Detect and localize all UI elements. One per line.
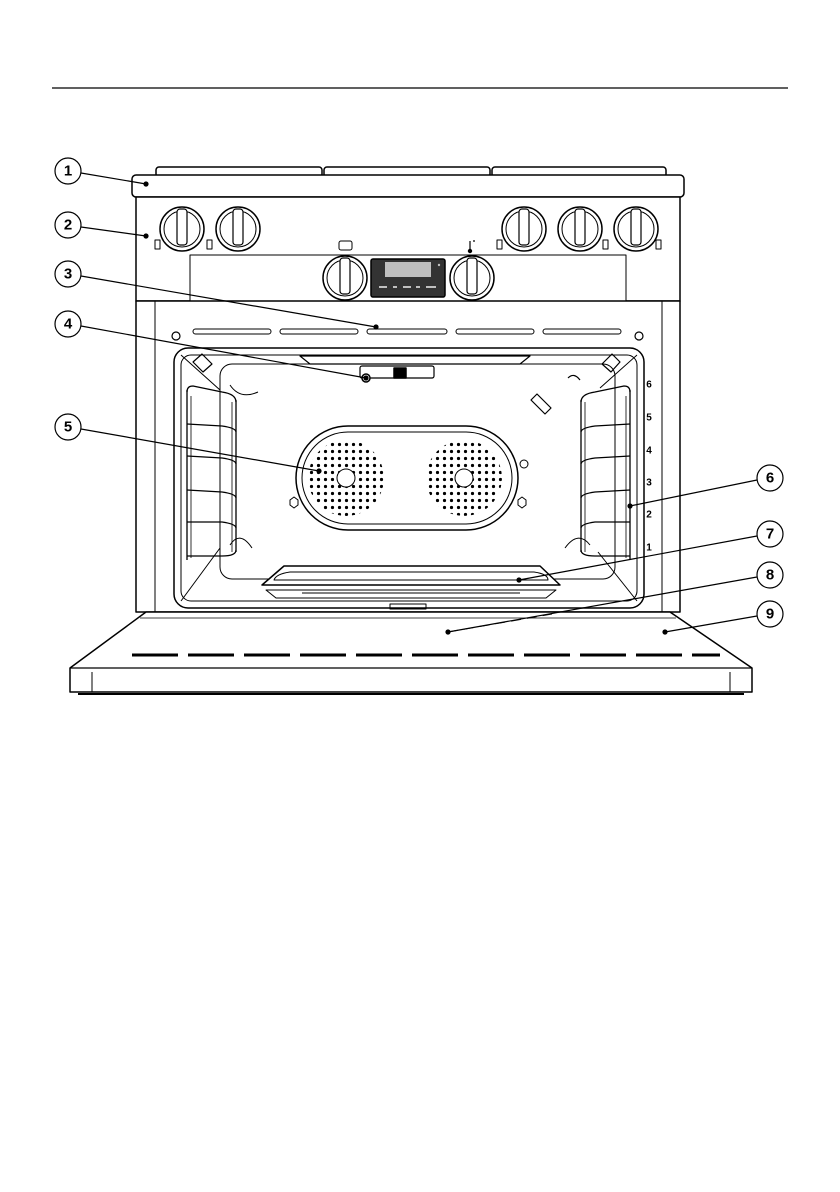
callout-2: 2 xyxy=(55,212,81,238)
callout-3: 3 xyxy=(55,261,81,287)
callout-number: 1 xyxy=(64,163,72,180)
oven-function-knob[interactable] xyxy=(323,256,367,300)
shelf-level-label: 3 xyxy=(646,478,652,489)
fan-grille-left xyxy=(308,440,384,516)
fan-grille-right xyxy=(426,440,502,516)
shelf-level-label: 1 xyxy=(646,543,652,554)
callout-5: 5 xyxy=(55,414,81,440)
burner-knob[interactable] xyxy=(160,207,204,251)
universal-tray xyxy=(262,566,560,598)
callout-1: 1 xyxy=(55,158,81,184)
shelf-level-label: 5 xyxy=(646,413,652,424)
burner-knob[interactable] xyxy=(502,207,546,251)
shelf-level-label: 6 xyxy=(646,380,652,391)
display-screen xyxy=(385,262,431,277)
electronic-display xyxy=(371,259,445,297)
cooktop xyxy=(132,175,684,197)
callout-number: 4 xyxy=(64,316,73,333)
callout-7: 7 xyxy=(757,521,783,547)
callout-number: 3 xyxy=(64,266,72,283)
shelf-level-label: 4 xyxy=(646,446,652,457)
top-heating-element xyxy=(300,356,530,364)
oven-door[interactable] xyxy=(70,612,752,694)
callout-number: 7 xyxy=(766,526,774,543)
callout-number: 8 xyxy=(766,567,774,584)
temperature-knob[interactable] xyxy=(450,256,494,300)
callout-number: 9 xyxy=(766,606,774,623)
callout-number: 6 xyxy=(766,470,774,487)
callout-6: 6 xyxy=(757,465,783,491)
burner-knob[interactable] xyxy=(614,207,658,251)
callout-number: 2 xyxy=(64,217,72,234)
burner-knob[interactable] xyxy=(216,207,260,251)
callout-9: 9 xyxy=(757,601,783,627)
burner-knob[interactable] xyxy=(558,207,602,251)
callout-8: 8 xyxy=(757,562,783,588)
callout-number: 5 xyxy=(64,419,72,436)
shelf-level-label: 2 xyxy=(646,510,652,521)
callout-4: 4 xyxy=(55,311,81,337)
range-cooker xyxy=(70,167,752,694)
